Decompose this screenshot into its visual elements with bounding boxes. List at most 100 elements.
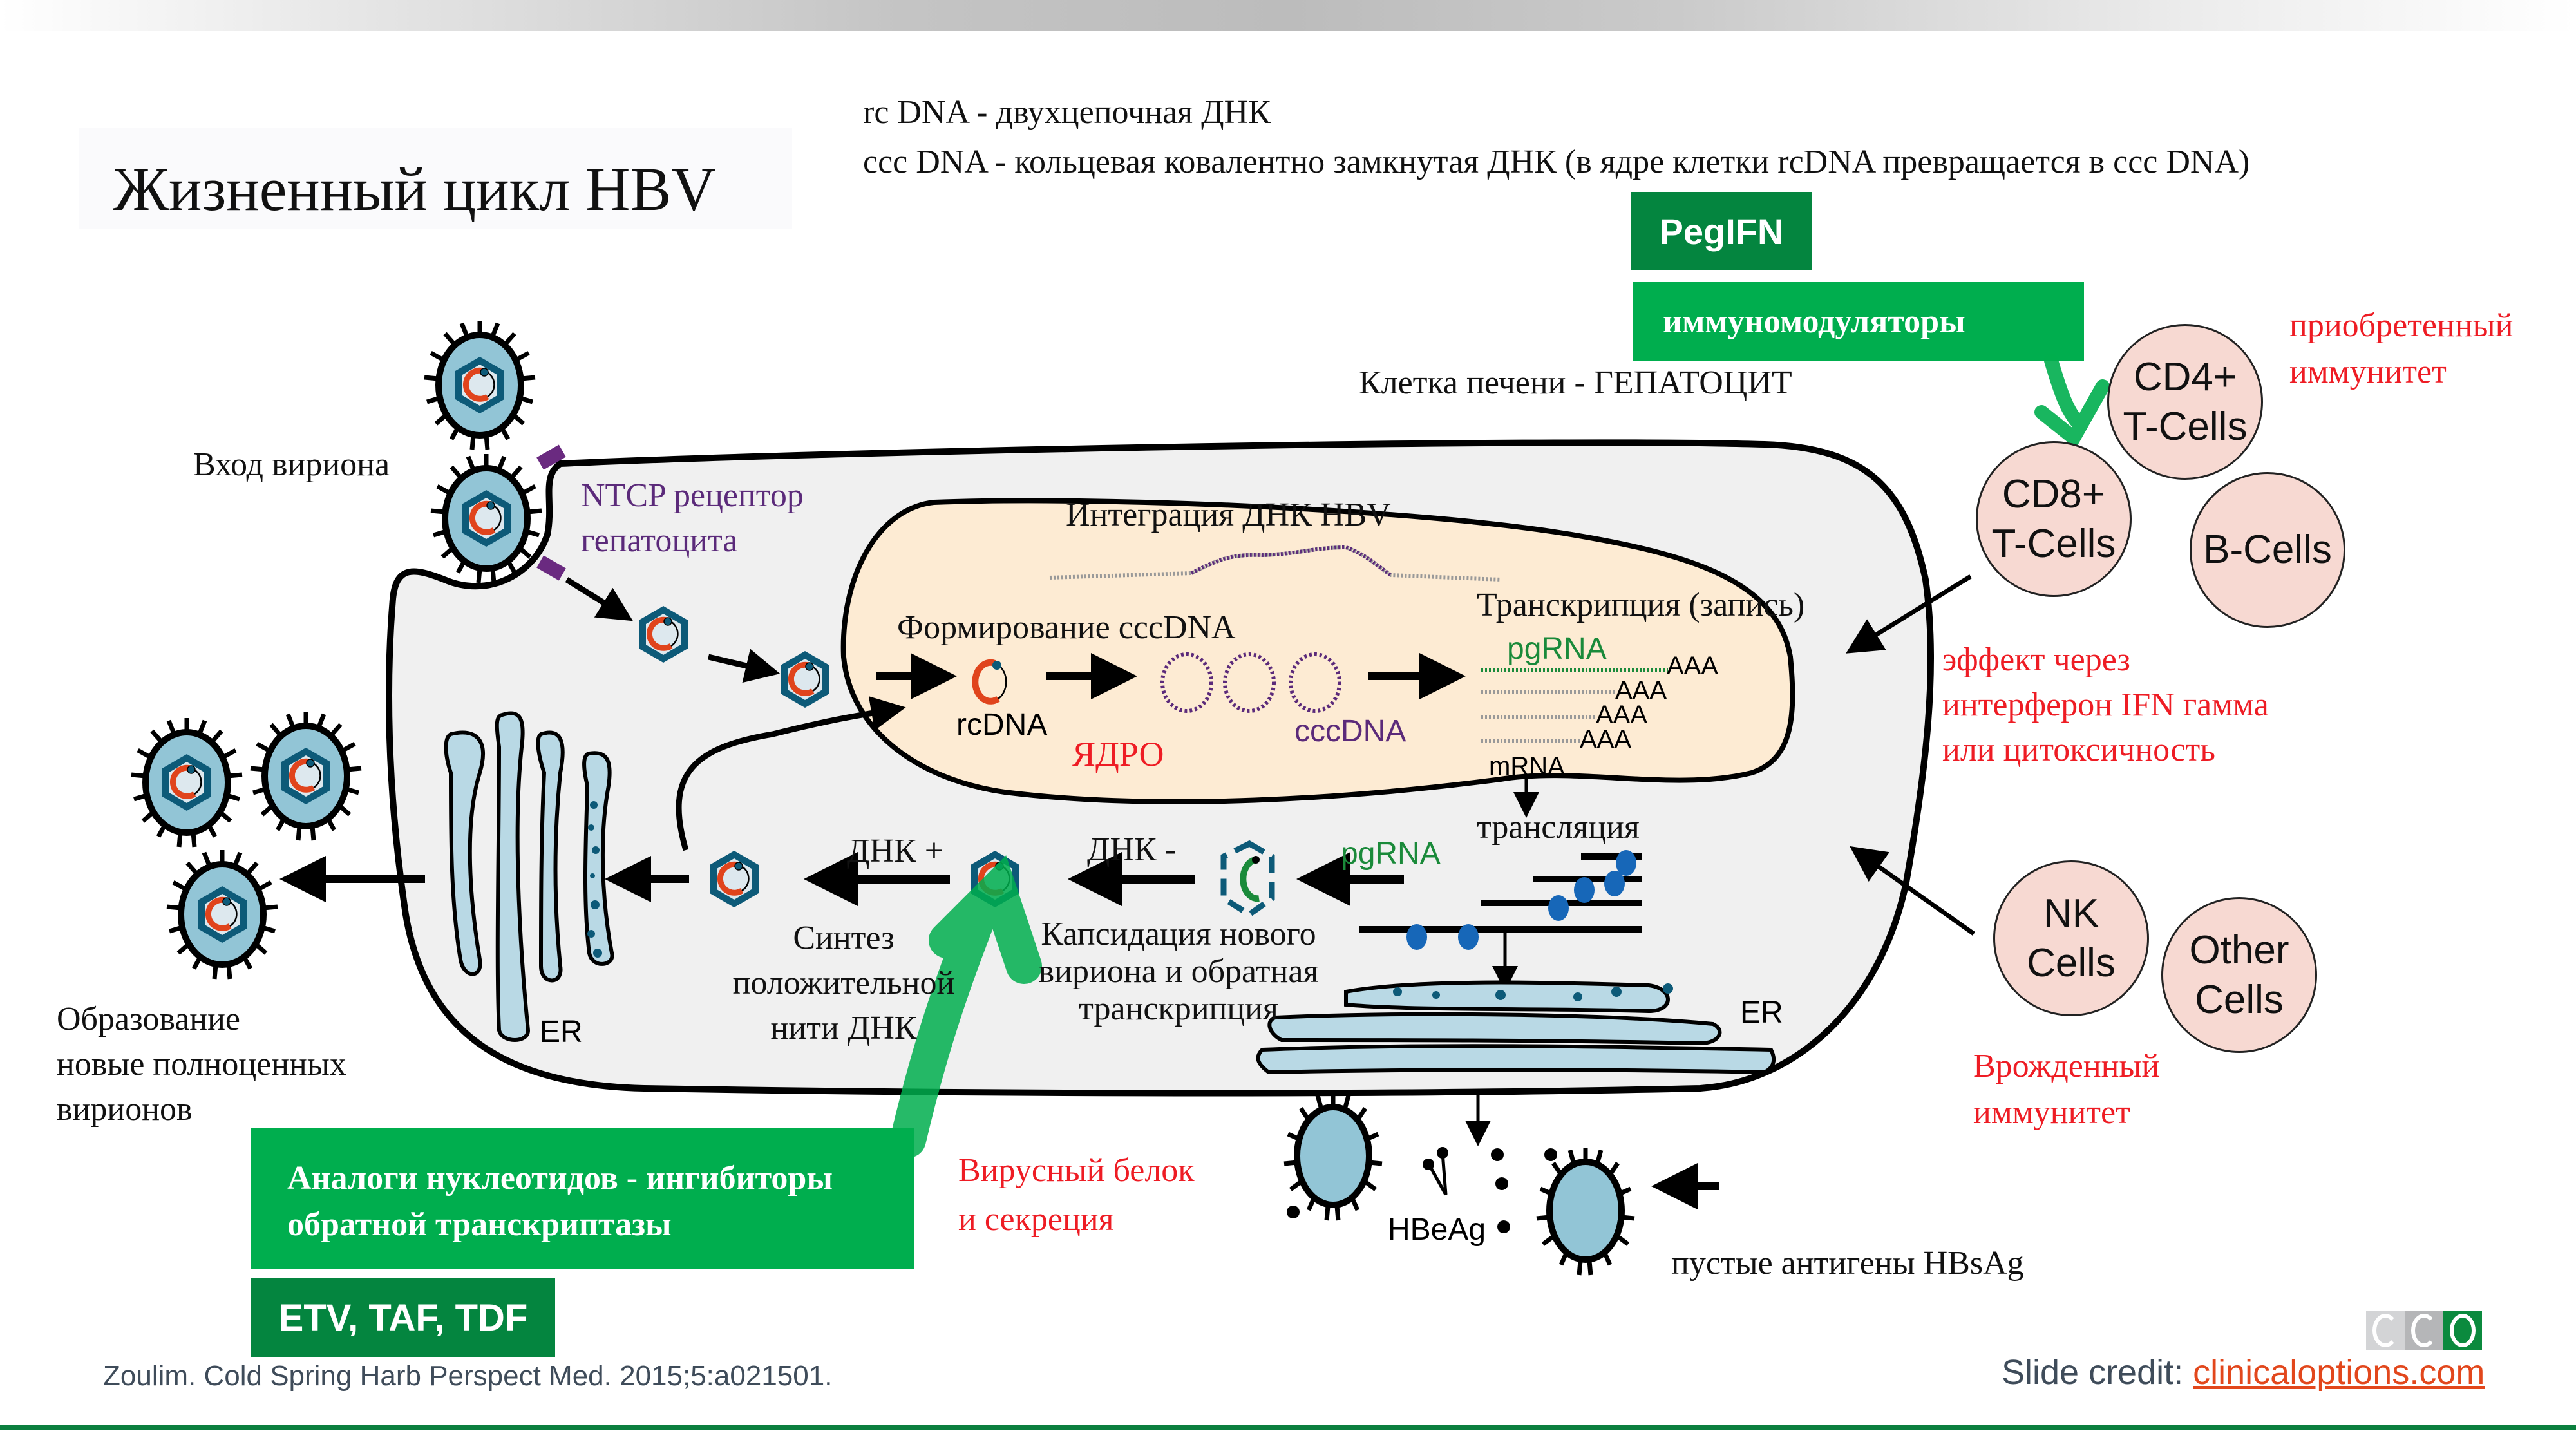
definition-rcdna: rc DNA - двухцепочная ДНК [863, 94, 1271, 131]
virion-icon [251, 712, 361, 840]
protein-secretion-line: и секреция [958, 1201, 1114, 1238]
drugs-box: ETV, TAF, TDF [251, 1278, 555, 1357]
cco-logo [2366, 1311, 2482, 1350]
pegifn-box: PegIFN [1631, 192, 1812, 270]
immune-cell-cd4: CD4+T-Cells [2107, 324, 2263, 480]
cccdna-formation-label: Формирование cccDNA [897, 609, 1236, 646]
mrna-label: mRNA [1489, 752, 1565, 781]
immune-cell-bcells: B-Cells [2190, 472, 2345, 628]
polya-label: AAA [1667, 652, 1719, 680]
new-virions-line: вирионов [57, 1091, 193, 1128]
slide-title: Жизненный цикл HBV [113, 155, 716, 223]
capsid-arrow [707, 649, 781, 683]
polya-label: AAA [1580, 725, 1632, 753]
immunomodulator-arrow [2034, 354, 2110, 449]
encapsidation-label: Капсидация нового вириона и обратная тра… [1018, 916, 1340, 1028]
positive-strand-line: нити ДНК [770, 1010, 917, 1046]
dna-minus-label: ДНК - [1087, 831, 1177, 868]
integrated-hbv-dna [1190, 545, 1392, 577]
bcells-label: B-Cells [2203, 527, 2332, 573]
er-left-label: ER [540, 1015, 583, 1049]
er-right [1256, 980, 1776, 1075]
citation: Zoulim. Cold Spring Harb Perspect Med. 2… [103, 1360, 833, 1392]
secreted-dots [1287, 1148, 1557, 1233]
effect-line: эффект через [1942, 641, 2130, 678]
logo-tile-c1 [2366, 1311, 2405, 1350]
nucleotide-analogs-box: Аналоги нуклеотидов - ингибиторы обратно… [251, 1128, 914, 1269]
innate-immune-arrow [1850, 846, 1976, 936]
translation-label: трансляция [1477, 809, 1640, 846]
logo-tile-c2 [2405, 1311, 2443, 1350]
er-vesicle-dots [587, 801, 602, 958]
protein-secretion-line: Вирусный белок [958, 1152, 1195, 1189]
recycling-arrow [676, 696, 906, 851]
encapsidation-line: транскрипция [1079, 990, 1278, 1027]
innate-immunity-label: Врожденный иммунитет [1973, 1043, 2159, 1136]
ntcp-label-line: гепатоцита [581, 522, 738, 559]
encapsidation-line: Капсидация нового [1041, 916, 1316, 952]
immunomodulators-label: иммуномодуляторы [1663, 303, 1965, 340]
adaptive-immune-arrow [1846, 574, 1972, 654]
cd8-label: CD8+T-Cells [1991, 471, 2116, 567]
immunomodulators-box: иммуномодуляторы [1633, 282, 2084, 361]
definition-cccdna: ccc DNA - кольцевая ковалентно замкнутая… [863, 144, 2250, 180]
ntcp-label: NTCP рецептор гепатоцита [581, 473, 804, 564]
pgrna-cytoplasm-label: pgRNA [1341, 837, 1441, 871]
pegifn-label: PegIFN [1659, 211, 1784, 252]
effect-label: эффект через интерферон IFN гамма или ци… [1942, 638, 2269, 773]
subviral-particle-icon [1537, 1148, 1634, 1275]
nucleus-label: ЯДРО [1072, 735, 1164, 773]
host-dna-line [1049, 545, 1501, 582]
hbsag-label: пустые антигены HBsAg [1671, 1245, 2024, 1282]
adaptive-immunity-line: иммунитет [2289, 354, 2447, 390]
pgrna-nucleus-label: pgRNA [1507, 632, 1607, 666]
polya-label: AAA [1615, 676, 1667, 705]
cd4-label: CD4+T-Cells [2123, 354, 2248, 450]
innate-immunity-line: иммунитет [1973, 1094, 2130, 1131]
positive-strand-label: Синтез положительной нити ДНК [715, 916, 972, 1051]
nucleotide-analogs-line: Аналоги нуклеотидов - ингибиторы [287, 1160, 833, 1197]
adaptive-immunity-label: приобретенный иммунитет [2289, 303, 2513, 395]
ntcp-label-line: NTCP рецептор [581, 477, 804, 514]
virion-entry-label: Вход вириона [193, 446, 390, 483]
new-virions-label: Образование новые полноценных вирионов [57, 997, 346, 1132]
er-right-label: ER [1740, 996, 1783, 1030]
credit-link[interactable]: clinicaloptions.com [2193, 1353, 2485, 1392]
er-ribosome-dots [1393, 983, 1673, 1001]
effect-line: или цитоксичность [1942, 732, 2215, 768]
virion-icon [131, 718, 242, 847]
logo-tile-o [2443, 1311, 2482, 1350]
transcription-label: Транскрипция (запись) [1477, 587, 1805, 623]
er-left [444, 711, 614, 1042]
adaptive-immunity-line: приобретенный [2289, 307, 2514, 344]
slide-credit: Slide credit: clinicaloptions.com [2002, 1352, 2485, 1392]
entry-arrow [565, 577, 633, 621]
innate-immunity-line: Врожденный [1973, 1048, 2160, 1084]
translation-ribosomes [1359, 850, 1642, 950]
footer-divider [0, 1425, 2576, 1430]
new-virions-line: Образование [57, 1001, 241, 1037]
encapsidation-line: вириона и обратная [1038, 953, 1319, 990]
virion-icon [424, 321, 535, 450]
immune-cell-cd8: CD8+T-Cells [1976, 441, 2132, 597]
effect-line: интерферон IFN гамма [1942, 687, 2269, 723]
title-box [79, 128, 792, 229]
new-virions-line: новые полноценных [57, 1046, 346, 1083]
hepatocyte-label: Клетка печени - ГЕПАТОЦИТ [1359, 365, 1792, 401]
rcdna-label: rcDNA [956, 708, 1048, 742]
nucleotide-analog-arrow [890, 855, 1042, 1158]
cccdna-icon [1160, 652, 1341, 713]
pgrna-capsid-icon [1220, 840, 1275, 918]
hbeag-icon [1423, 1147, 1448, 1196]
rcdna-icon [972, 659, 1007, 705]
nucleotide-analogs-line: обратной транскриптазы [287, 1206, 672, 1243]
ntcp-receptor-top [536, 444, 566, 470]
subviral-particle-icon [1284, 1093, 1382, 1220]
ntcp-receptor-bottom [536, 555, 566, 581]
polya-label: AAA [1596, 701, 1648, 729]
drugs-label: ETV, TAF, TDF [278, 1296, 528, 1339]
